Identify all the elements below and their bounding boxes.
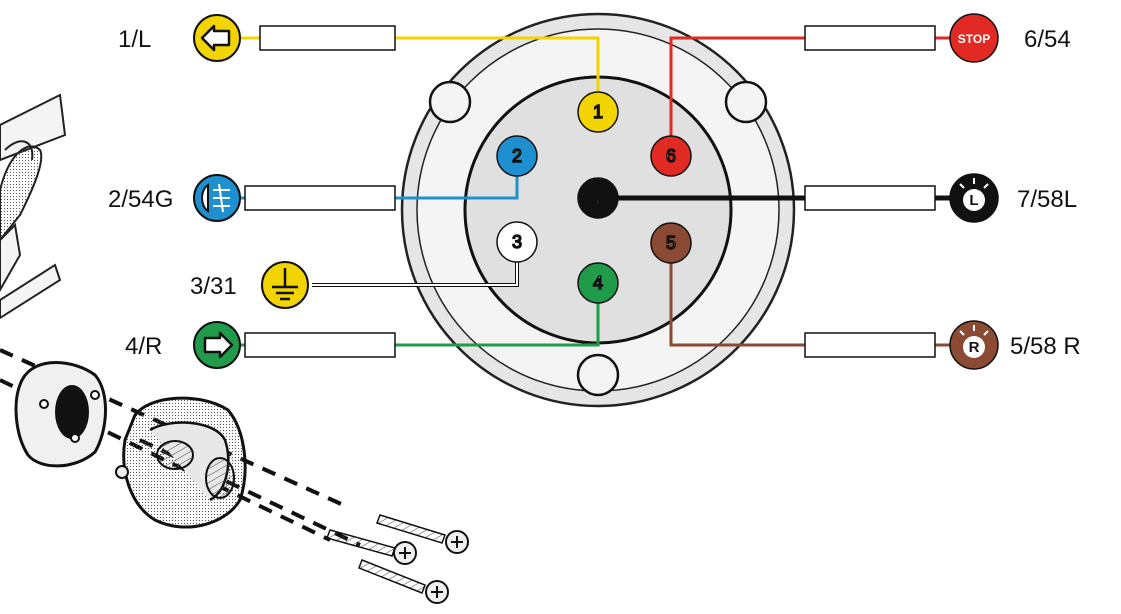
mounting-hole: [724, 80, 768, 124]
wire-box-5: [804, 332, 936, 358]
pin-3: 3: [496, 221, 538, 263]
mounting-hole: [576, 353, 620, 397]
wire-box-1: [259, 25, 396, 51]
pin-6-number: 6: [666, 146, 676, 166]
ground-icon: [261, 261, 309, 309]
socket-body-drawing: [115, 396, 247, 529]
label-2-54G: 2/54G: [108, 186, 173, 213]
stop-icon-text: STOP: [958, 32, 990, 46]
wire-box-2: [244, 185, 396, 211]
pin-7-number: 7: [593, 188, 603, 208]
pin-1-number: 1: [593, 102, 603, 122]
label-4-R: 4/R: [125, 333, 162, 360]
pin-1: 1: [577, 91, 619, 133]
wire-label-boxes: [244, 25, 936, 358]
mounting-hole: [428, 80, 472, 124]
right-arrow-icon: [193, 321, 241, 369]
pins: 1 2 3 4 5 6 7: [496, 91, 692, 304]
gasket-plate-drawing: [14, 361, 107, 468]
label-5-58R: 5/58 R: [1010, 333, 1081, 360]
wire-box-6: [804, 25, 936, 51]
pin-7: 7: [577, 177, 619, 219]
pin-2: 2: [496, 135, 538, 177]
pin-4: 4: [577, 262, 619, 304]
pin-2-number: 2: [512, 146, 522, 166]
wire-box-4: [244, 332, 396, 358]
wire-pin-6: [669, 36, 805, 156]
pin-3-number: 3: [512, 232, 522, 252]
label-3-31: 3/31: [190, 273, 237, 300]
socket-parts-illustration: [0, 93, 469, 604]
wire-box-7: [804, 185, 936, 211]
wire-pin-5: [669, 243, 805, 347]
left-position-light-letter: L: [969, 192, 978, 209]
stop-icon: STOP: [949, 13, 999, 63]
fog-light-icon: [193, 174, 241, 222]
pin-5: 5: [650, 222, 692, 264]
left-arrow-icon: [193, 14, 241, 62]
pin-4-number: 4: [593, 273, 603, 293]
pin-6: 6: [650, 135, 692, 177]
label-1-L: 1/L: [118, 26, 151, 53]
terminal-labels: 1/L 2/54G 3/31 4/R 5/58 R 6/54 7/58L: [108, 26, 1081, 360]
right-position-light-icon: R: [949, 320, 999, 370]
label-7-58L: 7/58L: [1017, 186, 1077, 213]
screws-drawing: [326, 514, 469, 604]
right-position-light-letter: R: [969, 339, 980, 356]
label-6-54: 6/54: [1024, 26, 1071, 53]
vehicle-bracket-drawing: [0, 93, 67, 320]
left-position-light-icon: L: [949, 173, 999, 223]
pin-5-number: 5: [666, 233, 676, 253]
